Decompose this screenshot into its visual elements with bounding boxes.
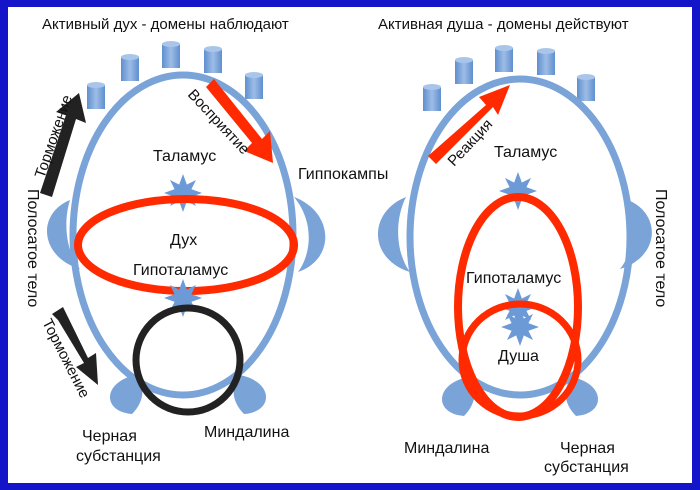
cylinder [121, 54, 139, 81]
right-panel: Активная душа - домены действуют [377, 16, 669, 476]
left-lobe-left [47, 200, 80, 269]
left-dark-ring [132, 304, 244, 416]
diagram-canvas: Активный дух - домены наблюдают [8, 7, 692, 483]
right-substantia-line2: субстанция [544, 459, 629, 476]
left-hippocampi-label: Гиппокампы [298, 166, 388, 183]
right-hypothalamus-label: Гипоталамус [466, 270, 561, 287]
right-thalamus-label: Таламус [494, 144, 557, 161]
left-substantia-line1: Черная [82, 428, 137, 445]
right-cylinders [423, 45, 595, 111]
reaction-arrow [428, 85, 510, 164]
cylinder [204, 46, 222, 73]
cylinder [495, 45, 513, 72]
left-thalamus-sun-icon [164, 174, 202, 212]
right-brain-outline [406, 75, 634, 399]
cylinder [537, 48, 555, 75]
cylinder [577, 74, 595, 101]
cylinder [162, 41, 180, 68]
diagram-svg: Активный дух - домены наблюдают [24, 16, 669, 476]
left-striatum-label: Полосатое тело [24, 189, 41, 307]
inhibition-up-arrow [40, 93, 86, 197]
left-amygdala-label: Миндалина [204, 424, 289, 441]
left-substantia-line2: субстанция [76, 448, 161, 465]
right-lobe-left [377, 197, 410, 272]
cylinder [423, 84, 441, 111]
perception-arrow [206, 79, 273, 163]
left-lobe-bottom-right [233, 375, 267, 414]
right-striatum-label: Полосатое тело [652, 189, 669, 307]
left-cylinders [87, 41, 263, 109]
cylinder [455, 57, 473, 84]
left-lobe-bottom-left [109, 375, 143, 414]
left-lobe-right [294, 197, 326, 272]
right-thalamus-sun-icon [499, 172, 537, 210]
left-spirit-label: Дух [170, 232, 197, 249]
right-lobe-right [620, 200, 652, 269]
left-panel: Активный дух - домены наблюдают [24, 16, 388, 465]
right-amygdala-label: Миндалина [404, 440, 489, 457]
right-soul-sun-icon [501, 308, 539, 346]
right-soul-ring [458, 300, 582, 420]
right-substantia-line1: Черная [560, 440, 615, 457]
left-title: Активный дух - домены наблюдают [42, 16, 289, 33]
cylinder [87, 82, 105, 109]
right-title: Активная душа - домены действуют [378, 16, 629, 33]
right-soul-label: Душа [498, 348, 539, 365]
left-thalamus-label: Таламус [153, 148, 216, 165]
left-hypothalamus-label: Гипоталамус [133, 262, 228, 279]
cylinder [245, 72, 263, 99]
inhibition-down-arrow [52, 307, 98, 385]
